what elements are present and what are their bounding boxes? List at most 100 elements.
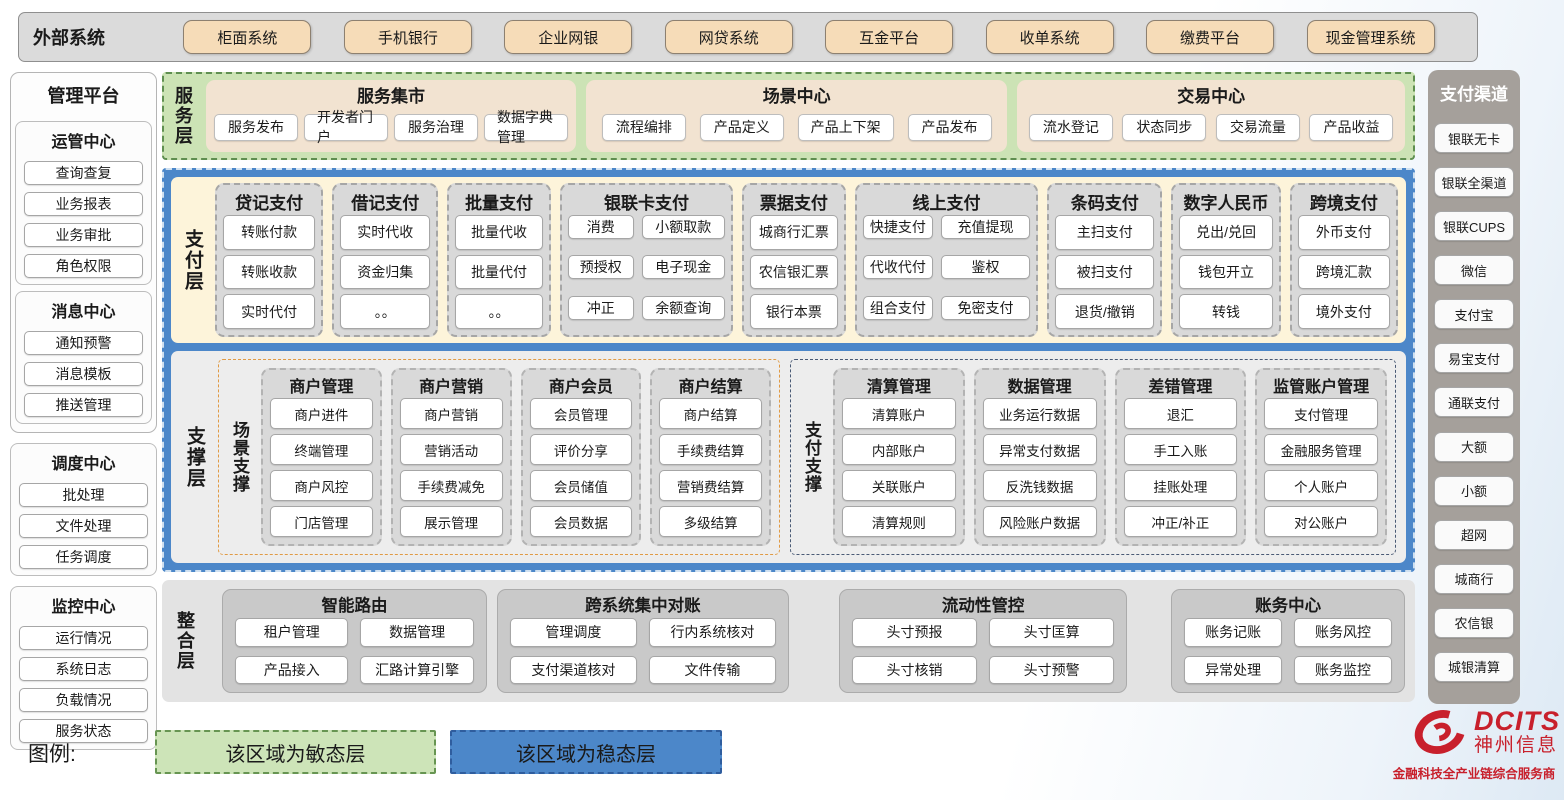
management-item-button[interactable]: 消息模板 <box>24 362 143 386</box>
channel-item-button[interactable]: 银联无卡 <box>1434 123 1514 154</box>
external-system-button[interactable]: 现金管理系统 <box>1306 20 1435 54</box>
management-item-button[interactable]: 查询查复 <box>24 161 143 185</box>
payment-item-button[interactable]: 被扫支付 <box>1055 254 1155 290</box>
payment-item-button[interactable]: 转钱 <box>1179 294 1273 330</box>
integration-item-button[interactable]: 账务监控 <box>1294 655 1392 684</box>
support-item-button[interactable]: 业务运行数据 <box>982 398 1097 429</box>
payment-item-button[interactable]: 钱包开立 <box>1179 254 1273 290</box>
payment-item-button[interactable]: 农信银汇票 <box>749 254 838 290</box>
service-item-button[interactable]: 产品收益 <box>1309 113 1394 141</box>
integration-item-button[interactable]: 头寸预报 <box>851 618 978 647</box>
integration-item-button[interactable]: 数据管理 <box>360 618 474 647</box>
external-system-button[interactable]: 手机银行 <box>343 20 472 54</box>
integration-item-button[interactable]: 管理调度 <box>509 618 637 647</box>
payment-item-button[interactable]: 境外支付 <box>1297 294 1390 330</box>
support-item-button[interactable]: 终端管理 <box>270 434 373 465</box>
payment-item-button[interactable]: 。。 <box>455 294 544 330</box>
channel-item-button[interactable]: 银联CUPS <box>1434 211 1514 242</box>
payment-item-button[interactable]: 外币支付 <box>1297 215 1390 250</box>
integration-item-button[interactable]: 文件传输 <box>648 655 776 684</box>
management-item-button[interactable]: 负载情况 <box>19 688 148 712</box>
support-item-button[interactable]: 多级结算 <box>659 506 762 537</box>
payment-item-button[interactable]: 实时代付 <box>223 294 316 330</box>
management-item-button[interactable]: 业务报表 <box>24 192 143 216</box>
service-item-button[interactable]: 流水登记 <box>1028 113 1113 141</box>
payment-item-button[interactable]: 电子现金 <box>641 255 725 280</box>
support-item-button[interactable]: 内部账户 <box>842 434 956 465</box>
support-item-button[interactable]: 会员管理 <box>529 398 633 429</box>
payment-item-button[interactable]: 免密支付 <box>940 295 1031 320</box>
integration-item-button[interactable]: 头寸匡算 <box>989 618 1115 647</box>
integration-item-button[interactable]: 头寸核销 <box>851 655 978 684</box>
support-item-button[interactable]: 清算规则 <box>842 506 956 537</box>
integration-item-button[interactable]: 异常处理 <box>1184 655 1283 684</box>
payment-item-button[interactable]: 资金归集 <box>340 254 431 290</box>
management-item-button[interactable]: 推送管理 <box>24 393 143 417</box>
integration-item-button[interactable]: 产品接入 <box>235 655 349 684</box>
service-item-button[interactable]: 状态同步 <box>1122 113 1207 141</box>
management-item-button[interactable]: 任务调度 <box>19 545 148 569</box>
management-item-button[interactable]: 文件处理 <box>19 514 148 538</box>
service-item-button[interactable]: 服务治理 <box>394 113 478 141</box>
payment-item-button[interactable]: 冲正 <box>568 295 634 320</box>
support-item-button[interactable]: 对公账户 <box>1264 506 1378 537</box>
service-item-button[interactable]: 服务发布 <box>214 113 298 141</box>
payment-item-button[interactable]: 余额查询 <box>641 295 725 320</box>
management-item-button[interactable]: 业务审批 <box>24 223 143 247</box>
payment-item-button[interactable]: 城商行汇票 <box>749 215 838 250</box>
support-item-button[interactable]: 冲正/补正 <box>1123 506 1238 537</box>
management-item-button[interactable]: 系统日志 <box>19 657 148 681</box>
channel-item-button[interactable]: 通联支付 <box>1434 387 1514 418</box>
payment-item-button[interactable]: 组合支付 <box>862 295 933 320</box>
support-item-button[interactable]: 金融服务管理 <box>1264 434 1378 465</box>
integration-item-button[interactable]: 租户管理 <box>235 618 349 647</box>
support-item-button[interactable]: 手工入账 <box>1123 434 1238 465</box>
support-item-button[interactable]: 清算账户 <box>842 398 956 429</box>
support-item-button[interactable]: 门店管理 <box>270 506 373 537</box>
payment-item-button[interactable]: 充值提现 <box>940 215 1031 239</box>
payment-item-button[interactable]: 快捷支付 <box>862 215 933 239</box>
integration-item-button[interactable]: 账务记账 <box>1184 618 1283 647</box>
service-item-button[interactable]: 流程编排 <box>601 113 686 141</box>
support-item-button[interactable]: 商户进件 <box>270 398 373 429</box>
external-system-button[interactable]: 网贷系统 <box>664 20 793 54</box>
payment-item-button[interactable]: 代收代付 <box>862 255 933 280</box>
external-system-button[interactable]: 收单系统 <box>985 20 1114 54</box>
support-item-button[interactable]: 个人账户 <box>1264 470 1378 501</box>
payment-item-button[interactable]: 跨境汇款 <box>1297 254 1390 290</box>
channel-item-button[interactable]: 小额 <box>1434 475 1514 506</box>
external-system-button[interactable]: 企业网银 <box>504 20 633 54</box>
channel-item-button[interactable]: 农信银 <box>1434 607 1514 638</box>
management-item-button[interactable]: 通知预警 <box>24 331 143 355</box>
payment-item-button[interactable]: 批量代付 <box>455 254 544 290</box>
payment-item-button[interactable]: 主扫支付 <box>1055 215 1155 250</box>
payment-item-button[interactable]: 银行本票 <box>749 294 838 330</box>
support-item-button[interactable]: 商户结算 <box>659 398 762 429</box>
support-item-button[interactable]: 挂账处理 <box>1123 470 1238 501</box>
service-item-button[interactable]: 数据字典管理 <box>484 109 568 145</box>
management-item-button[interactable]: 批处理 <box>19 483 148 507</box>
support-item-button[interactable]: 手续费结算 <box>659 434 762 465</box>
management-item-button[interactable]: 服务状态 <box>19 719 148 743</box>
support-item-button[interactable]: 展示管理 <box>399 506 503 537</box>
support-item-button[interactable]: 营销活动 <box>399 434 503 465</box>
channel-item-button[interactable]: 微信 <box>1434 255 1514 286</box>
service-item-button[interactable]: 开发者门户 <box>304 109 388 145</box>
channel-item-button[interactable]: 支付宝 <box>1434 299 1514 330</box>
external-system-button[interactable]: 缴费平台 <box>1146 20 1275 54</box>
support-item-button[interactable]: 风险账户数据 <box>982 506 1097 537</box>
service-item-button[interactable]: 交易流量 <box>1215 113 1300 141</box>
channel-item-button[interactable]: 银联全渠道 <box>1434 167 1514 198</box>
service-item-button[interactable]: 产品上下架 <box>797 113 894 141</box>
external-system-button[interactable]: 柜面系统 <box>183 20 312 54</box>
payment-item-button[interactable]: 预授权 <box>568 255 634 280</box>
support-item-button[interactable]: 退汇 <box>1123 398 1238 429</box>
support-item-button[interactable]: 会员储值 <box>529 470 633 501</box>
payment-item-button[interactable]: 退货/撤销 <box>1055 294 1155 330</box>
channel-item-button[interactable]: 城银清算 <box>1434 651 1514 682</box>
payment-item-button[interactable]: 小额取款 <box>641 215 725 239</box>
support-item-button[interactable]: 营销费结算 <box>659 470 762 501</box>
support-item-button[interactable]: 商户营销 <box>399 398 503 429</box>
integration-item-button[interactable]: 汇路计算引擎 <box>360 655 474 684</box>
service-item-button[interactable]: 产品定义 <box>699 113 784 141</box>
